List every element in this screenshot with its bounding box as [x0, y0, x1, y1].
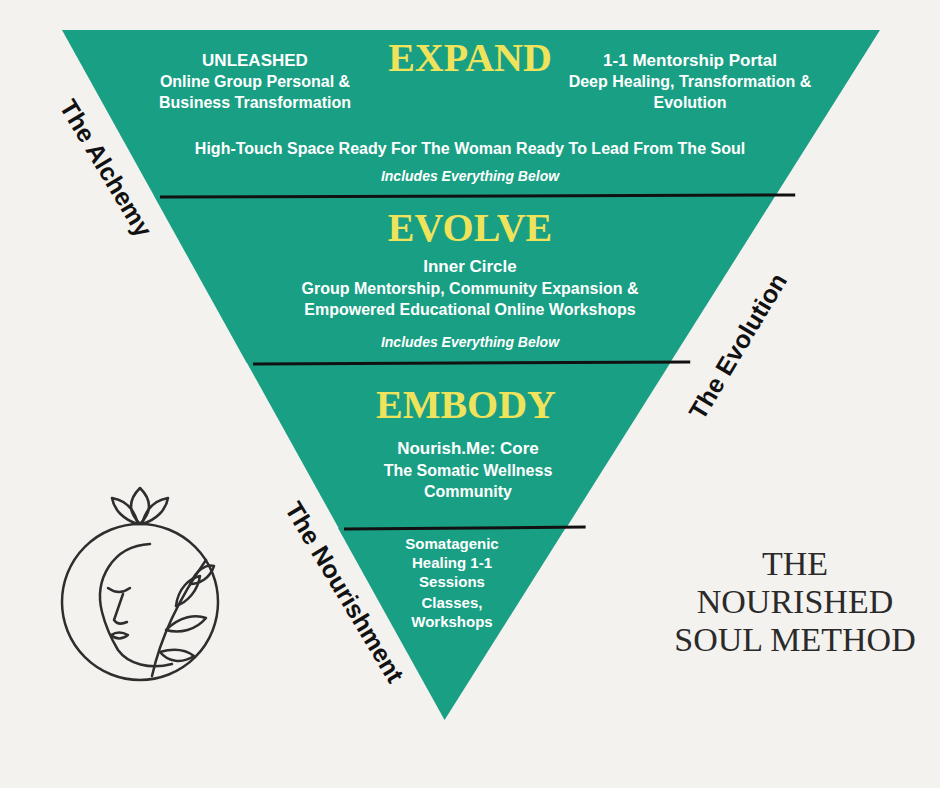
band-fill — [154, 196, 775, 363]
band-heading: EVOLVE — [388, 206, 552, 250]
band-divider — [160, 195, 795, 197]
brand-title: THE NOURISHED SOUL METHOD — [668, 545, 923, 659]
band-text: Includes Everything Below — [381, 334, 559, 351]
band-fill — [62, 30, 880, 196]
band-text: Inner Circle — [423, 256, 517, 277]
band-heading: EXPAND — [388, 36, 552, 80]
band-text: Group Mentorship, Community Expansion & … — [275, 278, 665, 320]
band-divider — [344, 527, 586, 529]
band-text: Online Group Personal & Business Transfo… — [143, 71, 368, 113]
band-text: Classes, Workshops — [396, 593, 508, 631]
band-text: The Somatic Wellness Community — [363, 460, 573, 502]
pyramid-band: EMBODY Nourish.Me: CoreThe Somatic Wellne… — [247, 363, 670, 528]
band-text: Deep Healing, Transformation & Evolution — [565, 71, 815, 113]
band-text: 1-1 Mentorship Portal — [603, 50, 777, 71]
band-text: High-Touch Space Ready For The Woman Rea… — [130, 138, 810, 159]
pyramid-band: EXPAND UNLEASHEDOnline Group Personal & B… — [62, 30, 880, 196]
band-text: UNLEASHED — [202, 50, 308, 71]
band-fill — [247, 363, 670, 528]
band-text: Nourish.Me: Core — [397, 438, 539, 459]
pyramid-band: EVOLVE Inner CircleGroup Mentorship, Comm… — [154, 196, 775, 363]
band-text: Includes Everything Below — [381, 168, 559, 185]
band-heading: EMBODY — [376, 383, 556, 427]
band-divider — [253, 362, 690, 364]
band-text: Somatagenic Healing 1-1 Sessions — [396, 534, 508, 591]
